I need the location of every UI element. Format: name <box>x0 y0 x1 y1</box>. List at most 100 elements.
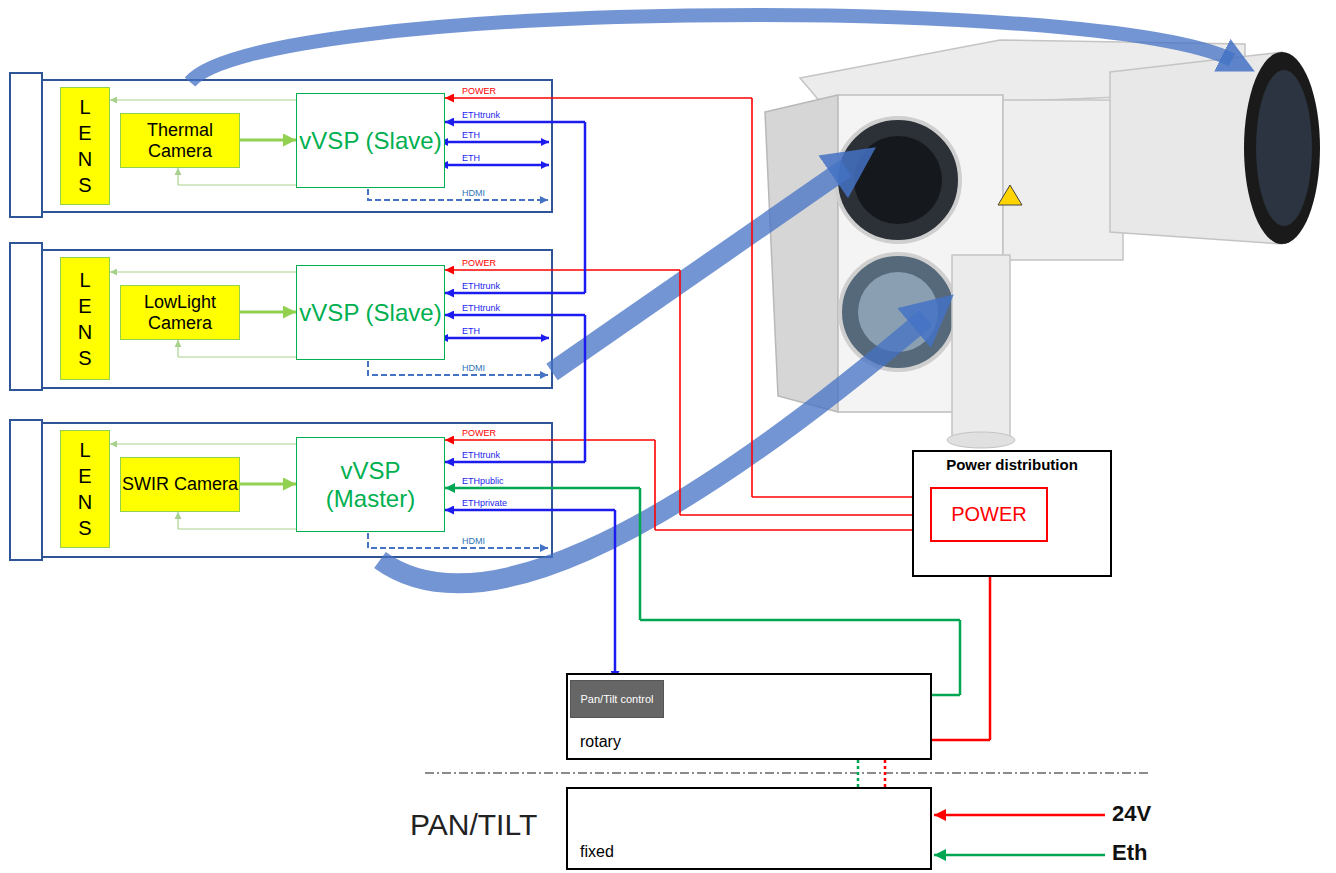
signal-label: HDMI <box>462 364 485 374</box>
connector <box>110 444 296 445</box>
supply-line <box>934 814 1105 817</box>
connector-segment <box>445 461 585 464</box>
connector-segment <box>445 439 655 441</box>
connector <box>178 340 296 357</box>
lens-box: L E N S <box>60 87 110 205</box>
lens-box: L E N S <box>60 257 110 380</box>
connector-segment <box>177 512 178 529</box>
connector <box>178 512 296 529</box>
camera-box: Thermal Camera <box>120 113 240 168</box>
connector-segment <box>240 311 296 314</box>
rotary-box: rotaryPan/Tilt control <box>566 673 932 760</box>
connector-segment <box>110 99 296 100</box>
connector-segment <box>584 122 587 293</box>
node-text: vVSP (Master) <box>297 457 444 512</box>
lens-box: L E N S <box>60 430 110 548</box>
signal-label: ETHtrunk <box>462 451 500 461</box>
housing-side <box>765 95 838 412</box>
connector-segment <box>640 619 960 622</box>
signal-label: POWER <box>462 429 496 439</box>
lens-letters: L E N S <box>77 94 94 198</box>
connector-segment <box>240 139 296 142</box>
fixed-box: fixed <box>566 787 932 870</box>
connector-segment <box>178 528 296 529</box>
processor-box: vVSP (Slave) <box>296 265 445 360</box>
connector <box>445 440 930 530</box>
connector <box>110 100 296 101</box>
warning-sign <box>998 185 1022 205</box>
node-text: Thermal Camera <box>121 120 239 161</box>
connector <box>178 168 296 185</box>
lens-tab <box>10 73 42 217</box>
connector <box>240 140 296 141</box>
connector <box>445 122 585 293</box>
module-box <box>42 80 552 212</box>
lens-tab <box>10 420 42 560</box>
connector-segment <box>614 510 617 680</box>
lens-tab <box>10 243 42 390</box>
signal-label: POWER <box>462 87 496 97</box>
mapping-arrow <box>190 15 1232 82</box>
node-text: Pan/Tilt control <box>581 693 654 706</box>
connector <box>110 272 296 273</box>
connector-segment <box>177 340 178 357</box>
signal-label: ETHprivate <box>462 499 507 509</box>
camera-box: LowLight Camera <box>120 285 240 340</box>
connector-segment <box>639 488 642 620</box>
node-text: LowLight Camera <box>121 292 239 333</box>
eth-line <box>440 141 549 144</box>
node-text: vVSP (Slave) <box>299 127 441 155</box>
connector-segment <box>445 121 585 124</box>
signal-label: ETHpublic <box>462 477 504 487</box>
connector-segment <box>110 271 296 272</box>
hdmi-line <box>368 533 548 548</box>
connector <box>445 488 960 787</box>
camera-box: SWIR Camera <box>120 457 240 512</box>
assembly-label: PAN/TILT <box>410 808 537 841</box>
lens-glass <box>1256 70 1312 226</box>
power-box: POWER <box>930 487 1048 542</box>
connector <box>445 98 930 497</box>
divider-line <box>425 772 1150 774</box>
signal-label: ETHtrunk <box>462 111 500 121</box>
pedestal <box>952 255 1010 440</box>
connector <box>445 315 585 462</box>
power-distribution-box: Power distributionPOWER <box>912 450 1112 577</box>
lens-letters: L E N S <box>77 437 94 541</box>
connector-segment <box>680 514 930 516</box>
connector-segment <box>679 270 681 515</box>
connector-segment <box>445 314 585 317</box>
signal-label: HDMI <box>462 537 485 547</box>
connector-segment <box>959 620 962 695</box>
connector-segment <box>445 509 615 512</box>
signal-label: ETH <box>462 131 480 141</box>
connector-segment <box>445 269 680 271</box>
connector-segment <box>654 440 656 530</box>
node-text: vVSP (Slave) <box>299 299 441 327</box>
connector-segment <box>445 97 752 99</box>
connector-segment <box>177 168 178 185</box>
signal-label: ETH <box>462 154 480 164</box>
connector <box>445 510 615 680</box>
side-module <box>1003 100 1123 260</box>
eth-line <box>440 337 549 340</box>
supply-label: Eth <box>1112 841 1147 865</box>
connector <box>240 484 296 485</box>
hdmi-line <box>368 361 548 375</box>
module-box <box>42 423 552 557</box>
connector-segment <box>445 292 585 295</box>
connector-segment <box>751 98 753 497</box>
lens-letters: L E N S <box>77 267 94 371</box>
node-text: Power distribution <box>946 456 1078 473</box>
connector-segment <box>240 483 296 486</box>
control-box: Pan/Tilt control <box>570 680 664 718</box>
upper-lens <box>854 136 942 224</box>
connector-segment <box>584 315 587 462</box>
signal-label: ETHtrunk <box>462 304 500 314</box>
signal-label: HDMI <box>462 189 485 199</box>
node-text: POWER <box>951 503 1027 526</box>
node-text: fixed <box>580 843 614 861</box>
connector-segment <box>110 443 296 444</box>
hdmi-line <box>368 189 548 200</box>
signal-label: ETH <box>462 327 480 337</box>
